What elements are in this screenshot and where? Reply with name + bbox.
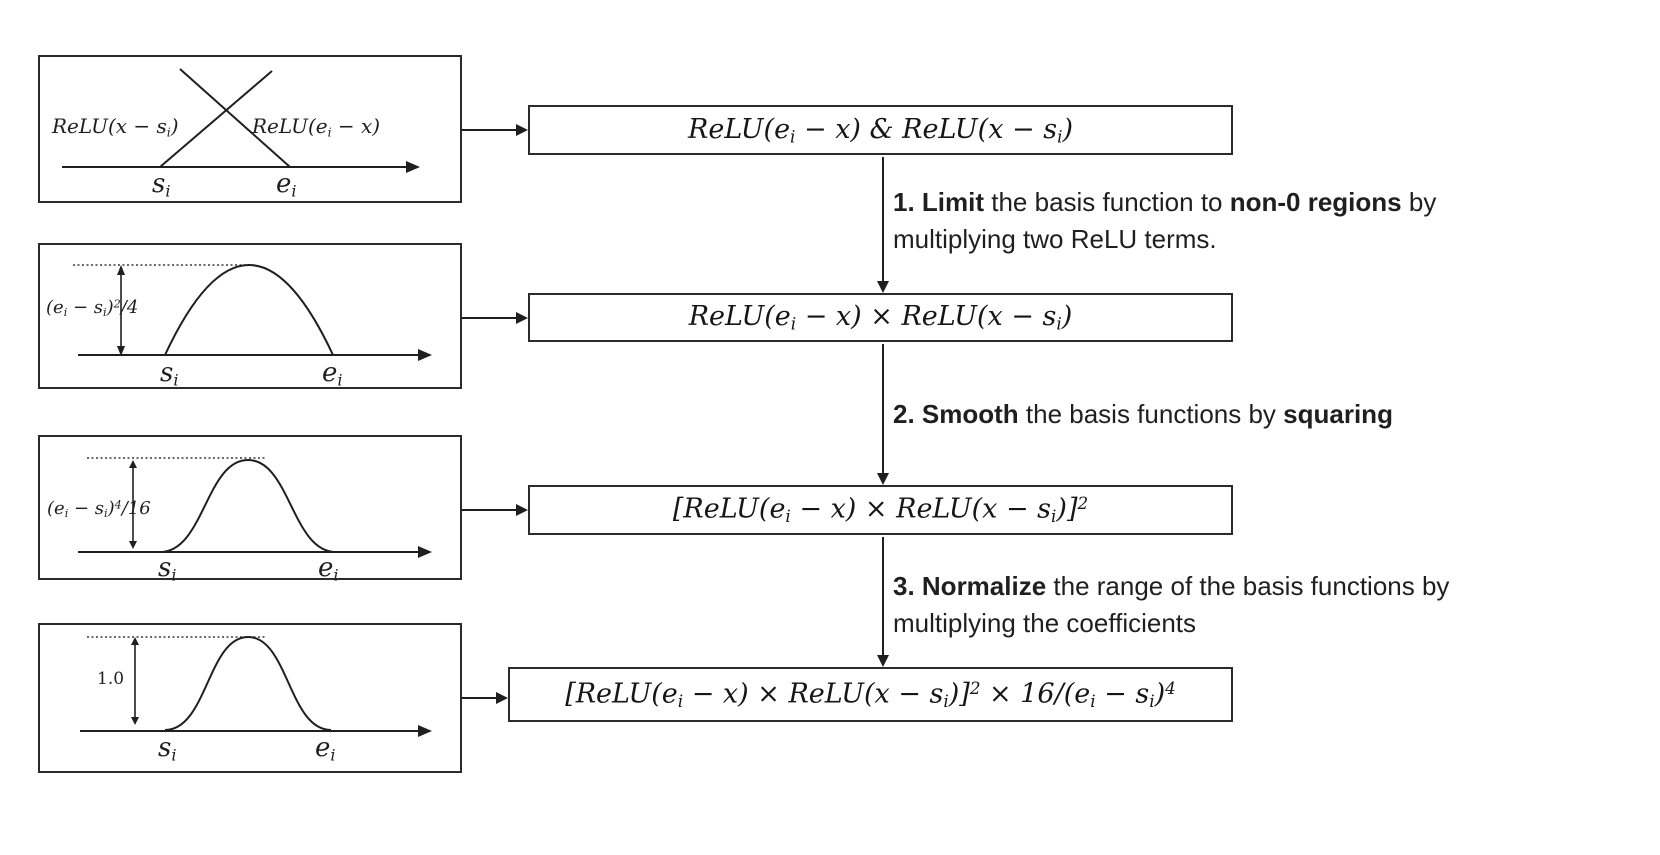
- formula-box-relu-product: ReLU(ei − x) × ReLU(x − si): [528, 293, 1233, 342]
- left-curve-label: ReLU(x − si): [52, 114, 179, 140]
- bell-curve: [164, 635, 332, 731]
- connector-plot1-arrowhead: [516, 124, 528, 136]
- connector-plot3-arrowhead: [516, 504, 528, 516]
- bell-curve: [159, 458, 337, 553]
- connector-down-arrowhead-2: [877, 473, 889, 485]
- double-arrow-bottom-head: [129, 541, 137, 549]
- x-axis-arrowhead: [418, 546, 432, 558]
- plot-relu-product-squared: (ei − si)4/16 si ei: [38, 435, 462, 585]
- formula-box-relu-product-squared: [ReLU(ei − x) × ReLU(x − si)]2: [528, 485, 1233, 535]
- step-2-line-1: 2. Smooth the basis functions by squarin…: [893, 399, 1393, 429]
- connector-down-arrowhead-3: [877, 655, 889, 667]
- step-2-annotation: 2. Smooth the basis functions by squarin…: [893, 396, 1393, 433]
- step-3-annotation: 3. Normalize the range of the basis func…: [893, 568, 1449, 642]
- formula-relu-product-squared-text: [ReLU(ei − x) × ReLU(x − si)]2: [672, 493, 1089, 527]
- formula-relu-product-text: ReLU(ei − x) × ReLU(x − si): [688, 301, 1073, 334]
- step-3-line-1: 3. Normalize the range of the basis func…: [893, 571, 1450, 601]
- peak-height-label: (ei − si)2/4: [46, 297, 139, 320]
- relu-rising-line: [159, 70, 273, 168]
- connector-plot4-arrowhead: [496, 692, 508, 704]
- double-arrow-top-head: [131, 637, 139, 645]
- double-arrow-bottom-head: [131, 717, 139, 725]
- step-3-line-2: multiplying the coefficients: [893, 608, 1197, 638]
- x-axis-arrowhead: [406, 161, 420, 173]
- formula-box-relu-pair: ReLU(ei − x) & ReLU(x − si): [528, 105, 1233, 155]
- axis-start-label: si: [152, 169, 171, 201]
- x-axis-arrowhead: [418, 349, 432, 361]
- double-arrow-top-head: [117, 265, 125, 275]
- formula-box-normalized-basis: [ReLU(ei − x) × ReLU(x − si)]2 × 16/(ei …: [508, 667, 1233, 722]
- double-arrow-bottom-head: [117, 346, 125, 356]
- axis-end-label: ei: [276, 169, 297, 201]
- plot-normalized-basis: 1.0 si ei: [38, 623, 462, 773]
- x-axis-arrowhead: [418, 725, 432, 737]
- plot1-graphic: [62, 68, 420, 173]
- axis-end-label: ei: [322, 358, 343, 390]
- plot2-graphic: [73, 264, 432, 361]
- double-arrow-top-head: [129, 460, 137, 468]
- plot-relu-product: (ei − si)2/4 si ei: [38, 243, 462, 390]
- plot4-graphic: [80, 635, 432, 737]
- step-1-line-2: multiplying two ReLU terms.: [893, 224, 1217, 254]
- axis-start-label: si: [160, 358, 179, 390]
- step-1-line-1: 1. Limit the basis function to non-0 reg…: [893, 187, 1437, 217]
- connector-plot2-arrowhead: [516, 312, 528, 324]
- peak-height-label: 1.0: [97, 669, 125, 689]
- relu-falling-line: [179, 68, 291, 168]
- step-1-annotation: 1. Limit the basis function to non-0 reg…: [893, 184, 1436, 258]
- parabola-curve: [164, 264, 334, 356]
- plot3-graphic: [78, 457, 432, 558]
- axis-start-label: si: [158, 733, 177, 765]
- formula-relu-pair-text: ReLU(ei − x) & ReLU(x − si): [688, 113, 1073, 147]
- peak-height-label: (ei − si)4/16: [47, 498, 151, 521]
- axis-end-label: ei: [318, 553, 339, 585]
- right-curve-label: ReLU(ei − x): [252, 114, 381, 140]
- formula-normalized-basis-text: [ReLU(ei − x) × ReLU(x − si)]2 × 16/(ei …: [565, 677, 1176, 712]
- connector-down-arrowhead-1: [877, 281, 889, 293]
- axis-start-label: si: [158, 553, 177, 585]
- plot-crossing-relus: ReLU(x − si) ReLU(ei − x) si ei: [38, 55, 462, 203]
- axis-end-label: ei: [315, 733, 336, 765]
